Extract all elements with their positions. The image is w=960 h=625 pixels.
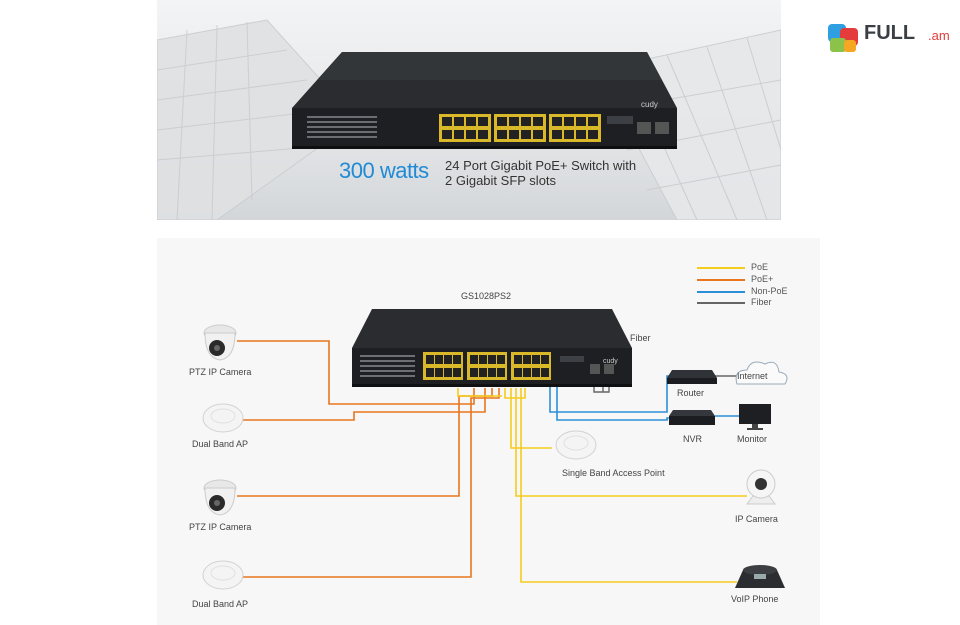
legend-fiber: Fiber <box>751 297 772 307</box>
single-band-ap-icon <box>555 430 597 460</box>
router-icon <box>667 370 717 384</box>
internet-cloud-icon <box>735 361 788 385</box>
logo-name: FULL <box>864 22 916 44</box>
cable-nvr <box>556 386 677 421</box>
cable-voip <box>520 388 737 583</box>
nvr-icon <box>669 410 715 425</box>
network-diagram: GS1028PS2 cudy Fiber PoE PoE+ Non-PoE Fi… <box>157 238 820 625</box>
voip-phone-label: VoIP Phone <box>731 594 779 604</box>
full-am-logo-icon[interactable] <box>820 18 960 58</box>
banner-graphic <box>157 19 781 220</box>
product-description: 24 Port Gigabit PoE+ Switch with 2 Gigab… <box>445 158 636 188</box>
cable-ip-camera <box>515 388 747 497</box>
product-banner: 300 watts 24 Port Gigabit PoE+ Switch wi… <box>157 0 781 220</box>
ptz-camera-1-label: PTZ IP Camera <box>189 367 252 377</box>
monitor-icon <box>739 404 771 430</box>
logo-suffix: .am <box>928 28 950 43</box>
cable-poe-bus <box>457 388 502 397</box>
dual-band-ap-2-label: Dual Band AP <box>192 599 249 609</box>
ip-camera-label: IP Camera <box>735 514 778 524</box>
cable-poe-link <box>504 388 526 399</box>
router-label: Router <box>677 388 705 398</box>
product-description-line2: 2 Gigabit SFP slots <box>445 173 557 188</box>
cable-fiber-loop <box>593 384 610 393</box>
fiber-label: Fiber <box>630 333 651 343</box>
ptz-camera-1-icon <box>203 324 237 361</box>
switch-model-label: GS1028PS2 <box>461 291 512 301</box>
legend-poeplus: PoE+ <box>751 274 774 284</box>
dual-band-ap-1-icon <box>202 403 244 433</box>
power-rating: 300 watts <box>339 158 429 183</box>
diagram-switch <box>352 309 632 387</box>
dual-band-ap-1-label: Dual Band AP <box>192 439 249 449</box>
legend-poe: PoE <box>751 262 769 272</box>
cable-single-ap <box>510 388 552 449</box>
cable-ap1 <box>237 388 486 421</box>
voip-phone-icon <box>735 565 785 588</box>
single-band-ap-label: Single Band Access Point <box>562 468 665 478</box>
monitor-label: Monitor <box>737 434 768 444</box>
internet-label: Internet <box>737 371 768 381</box>
ip-camera-icon <box>746 469 776 505</box>
switch-brand-label: cudy <box>641 100 658 109</box>
product-description-line1: 24 Port Gigabit PoE+ Switch with <box>445 158 637 173</box>
dual-band-ap-2-icon <box>202 560 244 590</box>
cable-ap2 <box>237 388 500 578</box>
diagram-graphic <box>202 267 788 590</box>
nvr-label: NVR <box>683 434 703 444</box>
ptz-camera-2-icon <box>203 479 237 516</box>
ptz-camera-2-label: PTZ IP Camera <box>189 522 252 532</box>
legend-nonpoe: Non-PoE <box>751 286 788 296</box>
diagram-switch-brand: cudy <box>603 358 618 365</box>
